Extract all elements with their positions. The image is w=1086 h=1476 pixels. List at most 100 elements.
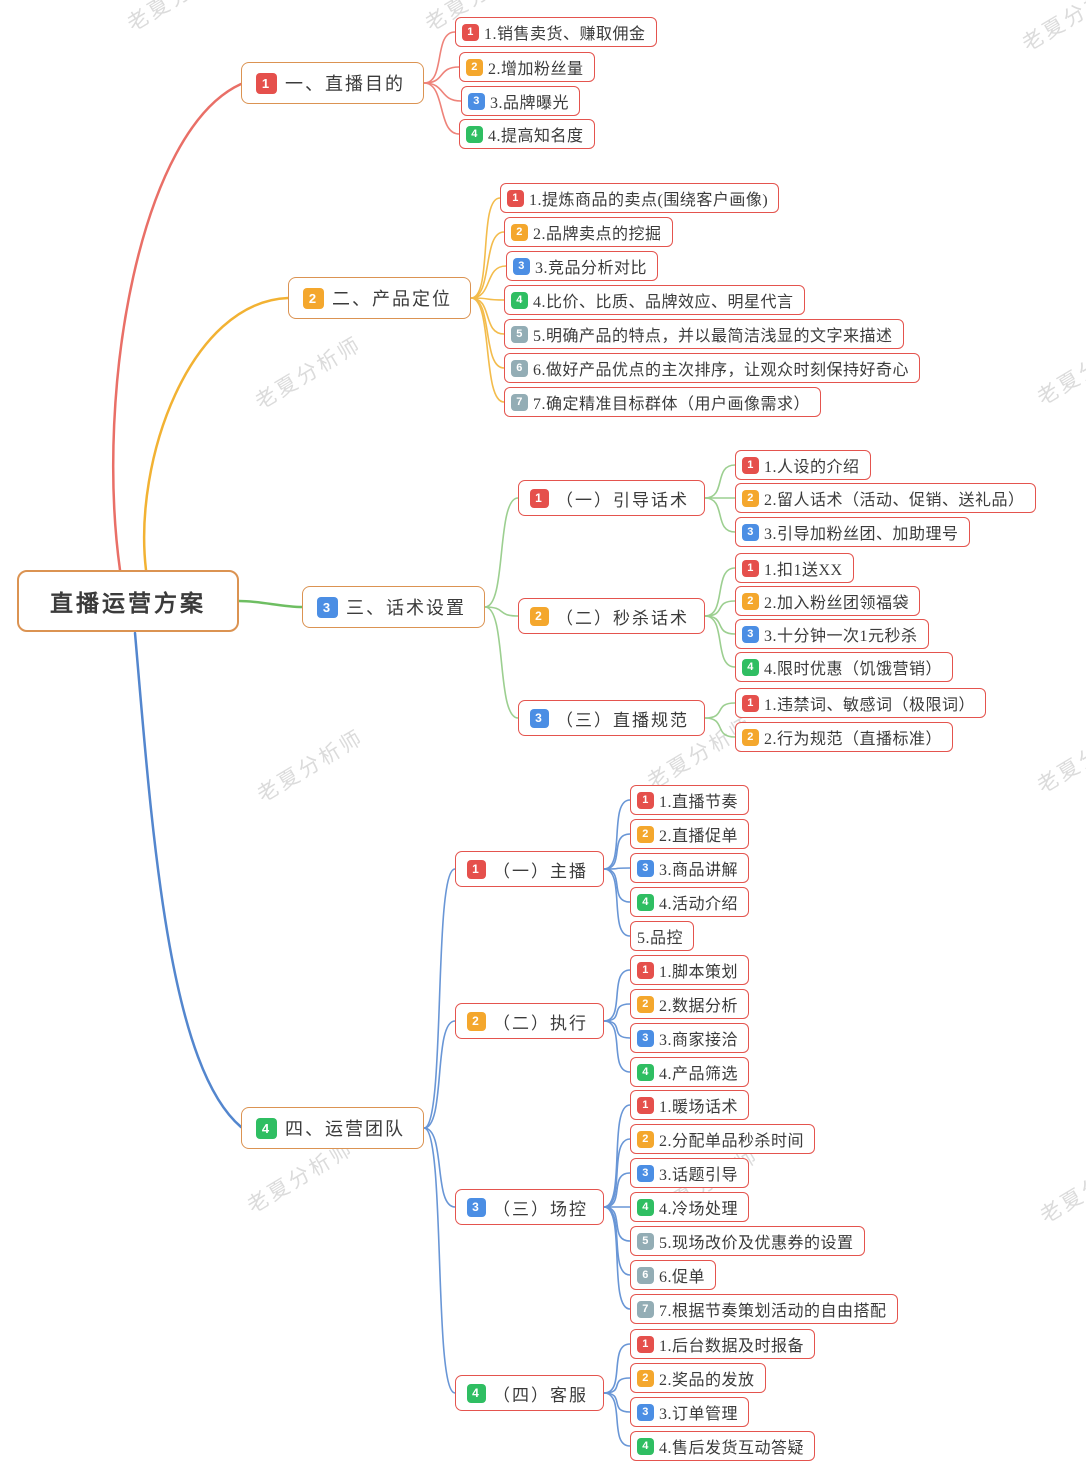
leaf-node[interactable]: 2 2.直播促单 bbox=[630, 819, 750, 849]
sub-node[interactable]: 1（一）引导话术 bbox=[518, 480, 705, 516]
priority-badge-7: 7 bbox=[637, 1300, 654, 1318]
node-label: 6.做好产品优点的主次排序，让观众时刻保持好奇心 bbox=[533, 362, 910, 379]
node-label: （三）场控 bbox=[493, 1199, 588, 1219]
node-label: 1.销售卖货、赚取佣金 bbox=[484, 26, 646, 43]
priority-badge-1: 1 bbox=[637, 961, 654, 979]
node-label: 2.分配单品秒杀时间 bbox=[659, 1133, 805, 1150]
node-label: 三、话术设置 bbox=[346, 598, 466, 618]
leaf-node[interactable]: 5.品控 bbox=[630, 921, 695, 951]
sub-node[interactable]: 2（二）秒杀话术 bbox=[518, 598, 705, 634]
node-label: 3.品牌曝光 bbox=[490, 95, 570, 112]
priority-badge-2: 2 bbox=[637, 995, 654, 1013]
main-node[interactable]: 1 一、直播目的 bbox=[241, 62, 424, 104]
priority-badge-3: 3 bbox=[637, 1029, 654, 1047]
leaf-node[interactable]: 3 3.竞品分析对比 bbox=[506, 251, 659, 281]
root-node[interactable]: 直播运营方案 bbox=[17, 570, 239, 632]
sub-node[interactable]: 2（二）执行 bbox=[455, 1003, 604, 1039]
priority-badge-1: 1 bbox=[256, 72, 277, 94]
priority-badge-1: 1 bbox=[462, 23, 479, 41]
priority-badge-3: 3 bbox=[530, 708, 549, 728]
priority-badge-4: 4 bbox=[637, 1063, 654, 1081]
priority-badge-2: 2 bbox=[742, 489, 759, 507]
node-label: 4.比价、比质、品牌效应、明星代言 bbox=[533, 294, 794, 311]
node-label: 5.明确产品的特点，并以最简洁浅显的文字来描述 bbox=[533, 328, 893, 345]
root-node-label: 直播运营方案 bbox=[50, 591, 206, 616]
priority-badge-4: 4 bbox=[466, 125, 483, 143]
leaf-node[interactable]: 1 1.直播节奏 bbox=[630, 785, 750, 815]
sub-node[interactable]: 4（四）客服 bbox=[455, 1375, 604, 1411]
priority-badge-4: 4 bbox=[467, 1383, 486, 1403]
priority-badge-2: 2 bbox=[303, 287, 324, 309]
priority-badge-1: 1 bbox=[637, 791, 654, 809]
node-label: 4.限时优惠（饥饿营销） bbox=[764, 661, 943, 678]
priority-badge-1: 1 bbox=[637, 1096, 654, 1114]
node-label: 2.直播促单 bbox=[659, 828, 739, 845]
node-label: 3.引导加粉丝团、加助理号 bbox=[764, 526, 959, 543]
priority-badge-6: 6 bbox=[637, 1266, 654, 1284]
node-label: 3.话题引导 bbox=[659, 1167, 739, 1184]
priority-badge-1: 1 bbox=[742, 559, 759, 577]
node-label: 5.现场改价及优惠券的设置 bbox=[659, 1235, 854, 1252]
leaf-node[interactable]: 1 1.销售卖货、赚取佣金 bbox=[455, 17, 657, 47]
priority-badge-3: 3 bbox=[468, 92, 485, 110]
priority-badge-2: 2 bbox=[637, 1369, 654, 1387]
leaf-node[interactable]: 1 1.提炼商品的卖点(围绕客户画像) bbox=[500, 183, 780, 213]
leaf-node[interactable]: 3 3.品牌曝光 bbox=[461, 86, 581, 116]
sub-node[interactable]: 1（一）主播 bbox=[455, 851, 604, 887]
priority-badge-1: 1 bbox=[467, 859, 486, 879]
priority-badge-3: 3 bbox=[513, 257, 530, 275]
main-node[interactable]: 3 三、话术设置 bbox=[302, 586, 485, 628]
node-label: 3.十分钟一次1元秒杀 bbox=[764, 628, 918, 645]
node-label: 1.直播节奏 bbox=[659, 794, 739, 811]
node-label: 2.行为规范（直播标准） bbox=[764, 731, 943, 748]
node-label: 4.售后发货互动答疑 bbox=[659, 1440, 805, 1457]
node-label: 1.提炼商品的卖点(围绕客户画像) bbox=[529, 192, 769, 209]
node-label: 3.竞品分析对比 bbox=[535, 260, 648, 277]
priority-badge-3: 3 bbox=[317, 596, 338, 618]
leaf-node[interactable]: 1 1.暖场话术 bbox=[630, 1090, 750, 1120]
leaf-node[interactable]: 3 3.话题引导 bbox=[630, 1158, 750, 1188]
node-label: 一、直播目的 bbox=[285, 74, 405, 94]
node-label: 3.商品讲解 bbox=[659, 862, 739, 879]
priority-badge-1: 1 bbox=[507, 189, 524, 207]
node-label: 1.暖场话术 bbox=[659, 1099, 739, 1116]
priority-badge-2: 2 bbox=[637, 825, 654, 843]
priority-badge-3: 3 bbox=[637, 1164, 654, 1182]
sub-node[interactable]: 3（三）场控 bbox=[455, 1189, 604, 1225]
sub-node[interactable]: 3（三）直播规范 bbox=[518, 700, 705, 736]
